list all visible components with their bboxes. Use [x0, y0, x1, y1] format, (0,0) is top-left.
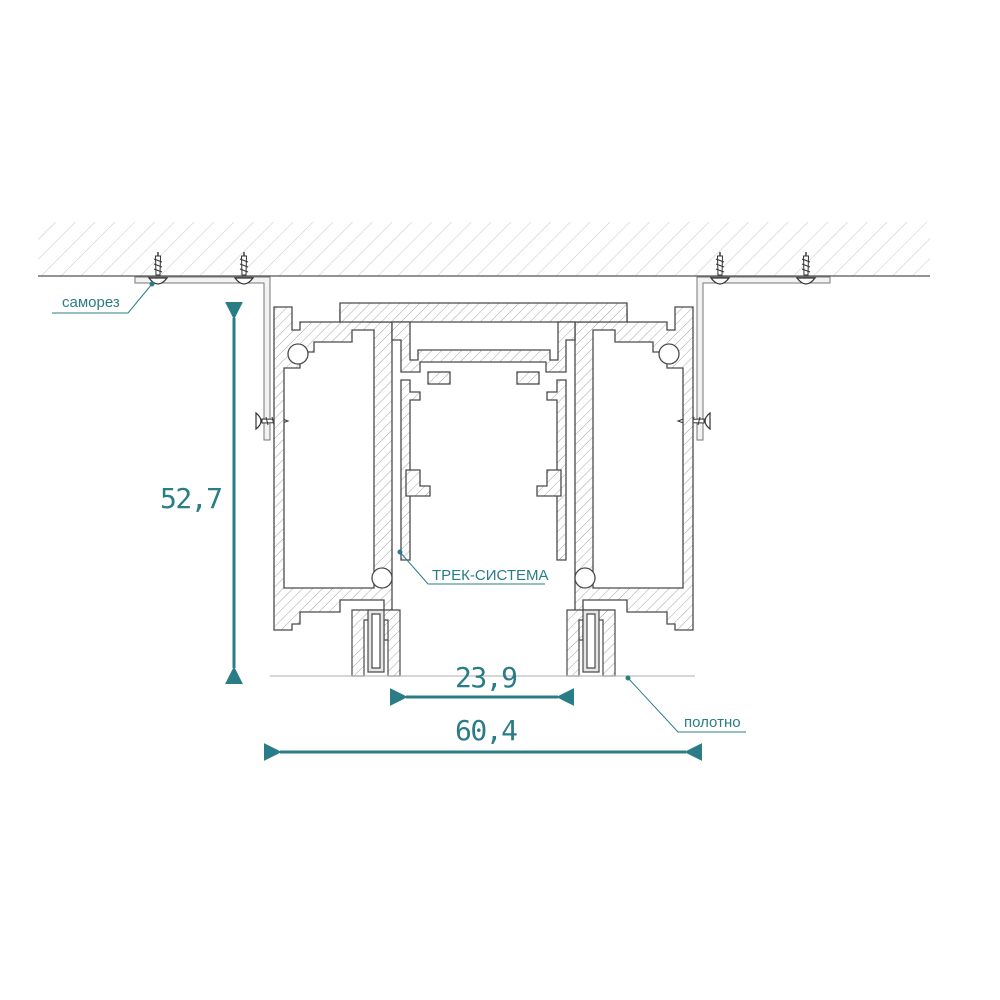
- dimension-height-value: 52,7: [160, 482, 221, 515]
- ceiling: [38, 222, 930, 277]
- profile-right-chamber: [574, 306, 694, 641]
- leader-canvas: [625, 675, 746, 733]
- canvas-clamp-left: [351, 609, 401, 677]
- dimension-inner-width-value: 23,9: [455, 661, 516, 694]
- inner-rails: [400, 379, 567, 561]
- screw-icon: [709, 252, 731, 285]
- canvas-clamp-right: [566, 609, 616, 677]
- screws: [147, 252, 817, 431]
- label-track-system: ТРЕК-СИСТЕМА: [432, 567, 549, 584]
- dimension-outer-width-value: 60,4: [455, 714, 517, 747]
- leader-track: [397, 549, 545, 585]
- screw-icon: [233, 252, 255, 285]
- profile-top-bridge: [339, 302, 628, 385]
- leader-screw: [52, 281, 155, 314]
- profile-left-chamber: [273, 306, 393, 641]
- mounting-bracket-right: [696, 276, 831, 441]
- screw-icon: [795, 252, 817, 285]
- dimension-outer-width: 60,4: [263, 714, 703, 761]
- dimension-inner-width: 23,9: [389, 661, 575, 706]
- mounting-bracket-left: [134, 276, 271, 441]
- dimension-height: 52,7: [160, 301, 243, 685]
- label-screw: саморез: [62, 294, 120, 311]
- label-canvas: полотно: [684, 714, 741, 731]
